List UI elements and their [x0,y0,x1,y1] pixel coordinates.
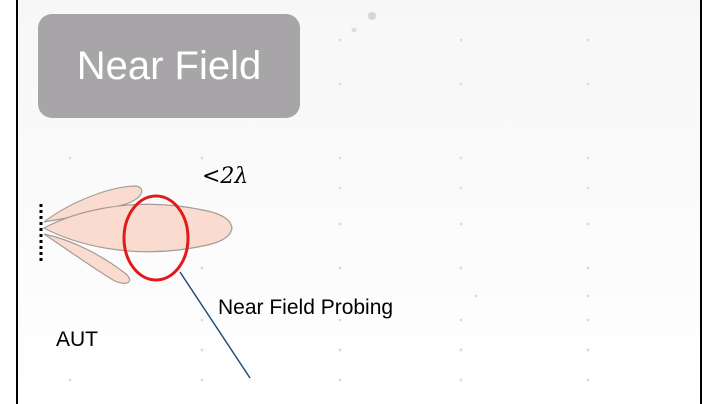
probe-line [179,271,251,379]
title-box: Near Field [38,14,300,118]
page-title: Near Field [76,44,262,88]
distance-label: <2λ [202,164,249,189]
decor-dot [368,12,376,20]
lower-side-lobe [43,233,131,284]
aut-label: AUT [56,328,98,351]
probing-label: Near Field Probing [218,296,394,319]
slide: Near Field <2λ Near Field Probing AUT [16,0,702,404]
probe-region-circle [122,194,190,282]
radiation-pattern [42,185,233,284]
background-dot-grid [68,38,590,382]
near-field-diagram [39,12,590,382]
decor-dot [351,27,357,33]
